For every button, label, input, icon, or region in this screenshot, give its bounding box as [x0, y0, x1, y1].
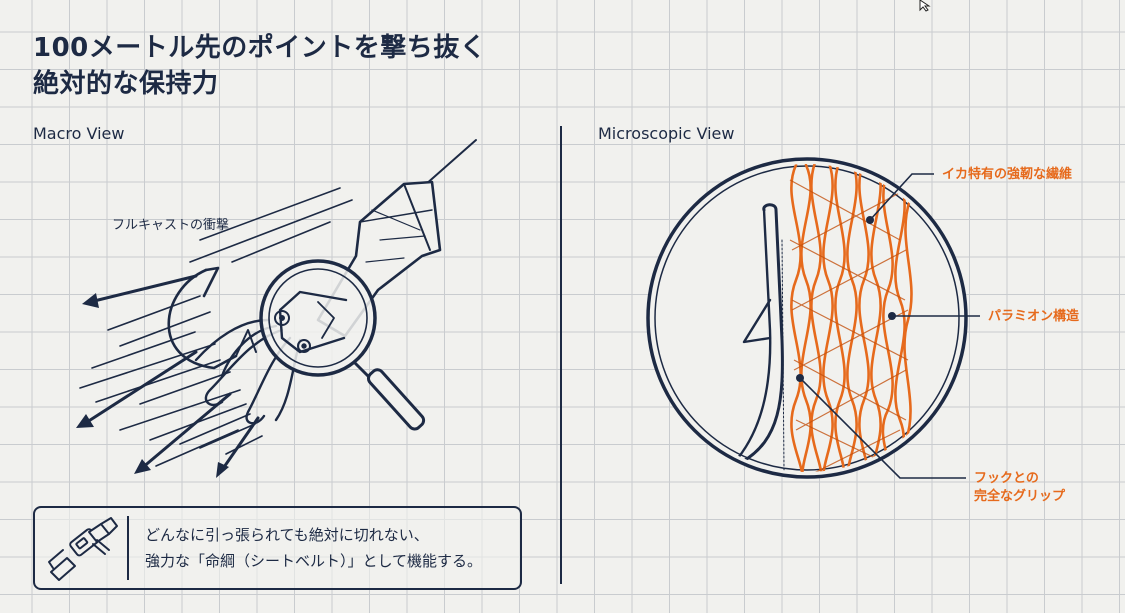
microscope-lens: [646, 157, 968, 479]
annotation-fiber: イカ特有の強靭な繊維: [942, 166, 1072, 182]
callout-line-1: どんなに引っ張られても絶対に切れない、: [145, 526, 429, 544]
page-title: 100メートル先のポイントを撃ち抜く 絶対的な保持力: [33, 30, 486, 102]
annotation-grip-line-2: 完全なグリップ: [974, 488, 1066, 504]
magnifier-handle: [366, 368, 426, 431]
squid-fiber-bundle: [790, 164, 913, 472]
title-line-1: 100メートル先のポイントを撃ち抜く: [33, 33, 487, 63]
annotation-paramyosin: パラミオン構造: [988, 308, 1080, 324]
annotation-leaders: [799, 173, 980, 479]
fishing-hook: [167, 268, 238, 370]
microscopic-view-label: Microscopic View: [598, 124, 735, 143]
impact-arrows: [82, 274, 260, 472]
leader-dot: [888, 312, 896, 320]
arrow-head-icon: [82, 293, 99, 308]
magnifier-icon: [259, 259, 377, 377]
leader-dot: [796, 374, 804, 382]
arrow-head-icon: [76, 414, 94, 428]
speed-streaks: [79, 187, 353, 467]
macro-view-label: Macro View: [33, 124, 125, 143]
title-line-2: 絶対的な保持力: [33, 69, 219, 99]
leader-dot: [866, 216, 874, 224]
hook-closeup: [736, 203, 785, 471]
seatbelt-icon: [48, 517, 118, 581]
arrow-head-icon: [216, 462, 229, 478]
arrow-head-icon: [134, 459, 151, 474]
mouse-cursor-icon: [919, 0, 931, 12]
callout-separator: [127, 516, 129, 580]
summary-callout: どんなに引っ張られても絶対に切れない、 強力な「命綱（シートベルト）」として機能…: [33, 506, 522, 590]
impact-label: フルキャストの衝撃: [112, 217, 229, 233]
panel-divider: [560, 126, 562, 584]
callout-line-2: 強力な「命綱（シートベルト）」として機能する。: [145, 552, 483, 570]
macro-illustration: フルキャストの衝撃: [76, 139, 477, 478]
callout-text: どんなに引っ張られても絶対に切れない、 強力な「命綱（シートベルト）」として機能…: [145, 522, 482, 574]
micro-illustration: イカ特有の強靭な繊維 パラミオン構造 フックとの 完全なグリップ: [646, 157, 1080, 504]
annotation-grip-line-1: フックとの: [974, 471, 1039, 486]
